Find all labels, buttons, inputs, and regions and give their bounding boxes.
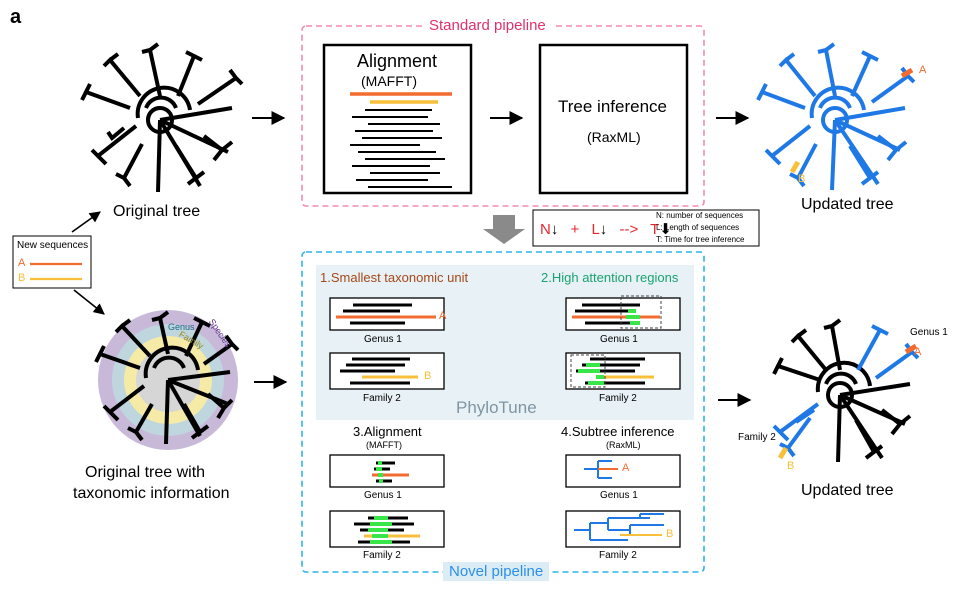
updated-bottom-a: A [914, 346, 922, 358]
step1-genus-box [329, 297, 445, 331]
alignment-title: Alignment [357, 51, 438, 71]
legend-t: T: Time for tree inference [656, 235, 745, 244]
new-sequences-title: New sequences [17, 240, 89, 251]
updated-tree-bottom-genus [856, 324, 920, 380]
formula-implies: --> [619, 221, 639, 238]
formula-l: L [591, 221, 600, 238]
step3-family-label: Family 2 [363, 550, 401, 561]
updated-tree-bottom-label: Updated tree [801, 482, 894, 499]
new-sequences-b: B [18, 272, 26, 284]
ring-label-genus: Genus [168, 322, 195, 332]
step4-genus-label: Genus 1 [600, 490, 638, 501]
original-tree [80, 42, 244, 193]
updated-top-label-a: A [919, 64, 927, 76]
formula-plus: + [570, 221, 580, 238]
step2-genus-label: Genus 1 [600, 334, 638, 345]
alignment-sequences [350, 92, 452, 188]
alignment-box [322, 43, 473, 195]
panel-label: a [10, 6, 22, 28]
step3-genus-label: Genus 1 [364, 490, 402, 501]
updated-tree-top [756, 42, 916, 191]
step1-title: 1.Smallest taxonomic unit [320, 270, 469, 285]
step4-family-label: Family 2 [599, 550, 637, 561]
updated-tree-bottom-family [772, 402, 820, 458]
updated-tree-bottom [772, 318, 912, 463]
standard-pipeline-title: Standard pipeline [423, 17, 552, 34]
phylotune-area [316, 265, 694, 420]
step4-title: 4.Subtree inference [561, 424, 675, 439]
step1-family-label: Family 2 [363, 393, 401, 404]
grey-down-arrow [483, 215, 525, 244]
arrow-new-to-taxonomy [73, 289, 105, 315]
original-tree-label: Original tree [113, 203, 201, 220]
formula-arrow-1: ↓ [550, 221, 559, 238]
step4-tool: (RaxML) [606, 440, 641, 450]
new-sequences-a: A [18, 257, 26, 269]
formula-n: N [540, 221, 551, 238]
step4-genus-box [565, 454, 681, 488]
formula-t: T [650, 221, 660, 238]
novel-pipeline-title: Novel pipeline [443, 562, 550, 581]
tree-inference-box [538, 43, 689, 195]
formula: N↓ + L↓ --> T⬇ [540, 220, 672, 238]
standard-pipeline-box [301, 25, 705, 207]
step1-seq-a: A [439, 310, 447, 322]
arrow-new-to-original [71, 211, 101, 233]
taxonomy-tree-label-2: taxonomic information [73, 485, 230, 502]
updated-top-label-b: B [798, 173, 806, 185]
updated-bottom-family: Family 2 [738, 432, 776, 443]
updated-tree-top-label: Updated tree [801, 196, 894, 213]
step4-seq-a: A [622, 462, 630, 474]
legend-l: L: Length of sequences [656, 223, 740, 232]
step4-seq-b: B [666, 528, 674, 540]
step3-tool: (MAFFT) [366, 440, 402, 450]
step2-family-label: Family 2 [599, 393, 637, 404]
step1-genus-label: Genus 1 [364, 334, 402, 345]
step2-title: 2.High attention regions [541, 270, 679, 285]
taxonomy-tree [94, 310, 240, 450]
phylotune-brand: PhyloTune [456, 398, 537, 417]
step2-genus-box [565, 297, 681, 331]
alignment-tool: (MAFFT) [361, 73, 417, 89]
updated-bottom-genus: Genus 1 [910, 327, 948, 338]
taxonomy-tree-label-1: Original tree with [85, 464, 206, 481]
formula-arrow-3: ⬇ [659, 221, 672, 238]
tree-inference-title: Tree inference [558, 97, 667, 116]
formula-arrow-2: ↓ [599, 221, 608, 238]
step1-seq-b: B [424, 370, 432, 382]
step3-title: 3.Alignment [353, 424, 422, 439]
tree-inference-tool: (RaxML) [587, 129, 641, 145]
updated-bottom-b: B [787, 460, 795, 472]
legend-n: N: number of sequences [656, 211, 744, 220]
formula-box [532, 209, 760, 247]
